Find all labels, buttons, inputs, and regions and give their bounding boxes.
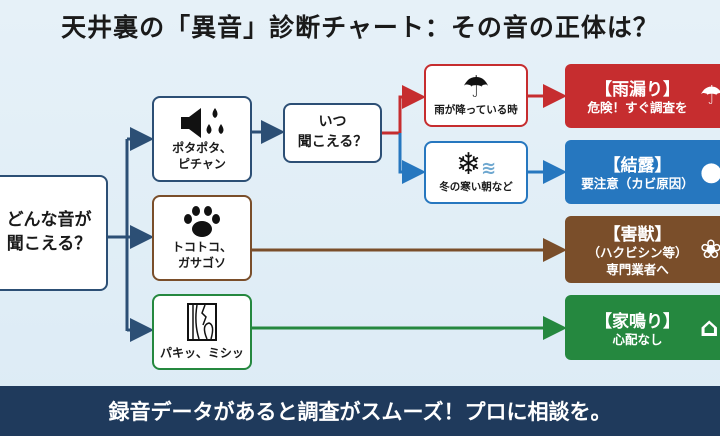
sound-box-drip: ポタポタ、 ピチャン	[152, 96, 252, 182]
result-subtitle: 危険！すぐ調査を	[587, 100, 688, 116]
sound-label-line1: トコトコ、	[171, 239, 232, 254]
sound-label-line2: ガサゴソ	[177, 256, 226, 270]
footer-banner: 録音データがあると調査がスムーズ！プロに相談を。	[0, 386, 720, 436]
cracked-wood-icon	[187, 302, 217, 341]
condition-label: 雨が降っている時	[434, 104, 518, 117]
paw-icon	[184, 205, 220, 237]
result-roof-leak: 【雨漏り】 危険！すぐ調査を ☂	[565, 64, 720, 128]
result-condensation: 【結露】 要注意（カビ原因） ●	[565, 140, 720, 204]
sound-box-footsteps: トコトコ、 ガサゴソ	[152, 195, 252, 281]
condition-box-rain: ☂ 雨が降っている時	[424, 64, 528, 127]
paw-icon: ❀	[700, 234, 720, 265]
sound-box-crack: パキッ、ミシッ	[152, 294, 252, 370]
when-line1: いつ	[318, 114, 347, 131]
drop-icon: ●	[700, 157, 720, 187]
umbrella-icon: ☂	[700, 81, 720, 111]
when-question-box: いつ 聞こえる？	[283, 103, 382, 163]
result-title: 【雨漏り】	[595, 80, 680, 101]
house-icon: ⌂	[700, 312, 719, 343]
condition-label: 冬の寒い朝など	[439, 181, 513, 194]
start-line1: どんな音が	[6, 210, 92, 231]
start-question-box: どんな音が 聞こえる？	[0, 175, 108, 291]
sound-label-line1: ポタポタ、	[172, 140, 232, 155]
result-house-settling: 【家鳴り】 心配なし ⌂	[565, 295, 720, 360]
result-subtitle-2: 専門業者へ	[606, 262, 669, 277]
umbrella-rain-icon: ☂	[462, 70, 490, 106]
result-subtitle: （ハクビシン等）	[587, 245, 688, 261]
result-subtitle: 心配なし	[612, 331, 663, 347]
result-title: 【害獣】	[603, 225, 672, 246]
start-line2: 聞こえる？	[6, 234, 92, 254]
snowflake-wind-icon: ❄≋	[455, 147, 497, 183]
sound-label-line2: ピチャン	[178, 157, 226, 171]
footer-text: 録音データがあると調査がスムーズ！プロに相談を。	[108, 400, 612, 424]
page-title: 天井裏の「異音」診断チャート：その音の正体は？	[61, 13, 659, 42]
result-pest: 【害獣】 （ハクビシン等） 専門業者へ ❀	[565, 216, 720, 283]
condition-box-winter: ❄≋ 冬の寒い朝など	[424, 141, 528, 204]
speaker-drops-icon	[181, 107, 224, 138]
sound-label: パキッ、ミシッ	[160, 345, 244, 360]
result-title: 【結露】	[603, 156, 672, 177]
result-subtitle: 要注意（カビ原因）	[581, 176, 694, 192]
when-line2: 聞こえる？	[297, 134, 368, 150]
result-title: 【家鳴り】	[595, 311, 680, 332]
